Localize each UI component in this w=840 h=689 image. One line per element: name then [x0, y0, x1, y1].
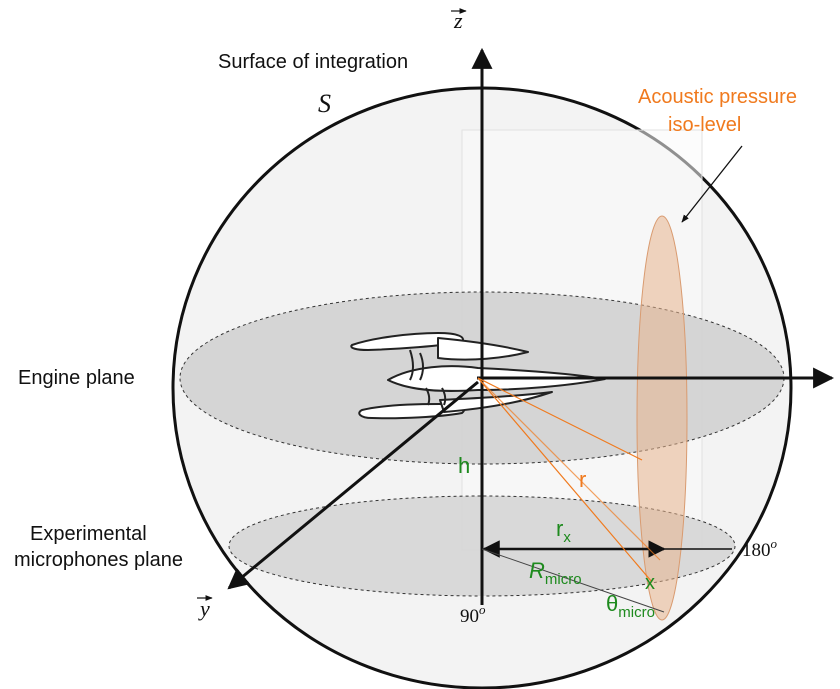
axis-y-label: y	[197, 595, 213, 621]
svg-text:z: z	[453, 8, 463, 33]
surface-title: Surface of integration	[218, 51, 408, 73]
engine-plane-label: Engine plane	[18, 367, 135, 389]
surface-symbol: S	[318, 89, 331, 118]
iso-level-ellipse	[636, 215, 688, 621]
mic-plane-label-line2: microphones plane	[14, 549, 183, 571]
engine-sketch	[350, 332, 606, 420]
mic-plane-label-line1: Experimental	[30, 523, 147, 545]
rx-label: rx	[556, 516, 571, 546]
theta-micro-label: θmicro	[606, 591, 655, 621]
angle-180-label: 180o	[742, 536, 778, 561]
r-line-lower	[477, 377, 661, 561]
x-point-label: x	[645, 572, 655, 594]
acoustic-label-line1: Acoustic pressure	[638, 86, 797, 108]
rmicro-label: Rmicro	[529, 558, 582, 588]
acoustic-label-line2: iso-level	[668, 114, 741, 136]
y-axis	[227, 380, 479, 590]
h-label: h	[458, 453, 470, 478]
rmicro-line	[481, 548, 665, 613]
r-label: r	[579, 467, 586, 492]
angle-90-label: 90o	[460, 602, 486, 627]
svg-text:y: y	[198, 596, 210, 621]
r-line	[477, 377, 653, 583]
r-line-upper	[477, 377, 643, 461]
axis-z-label: z	[451, 8, 467, 33]
iso-level-pointer	[681, 145, 743, 223]
